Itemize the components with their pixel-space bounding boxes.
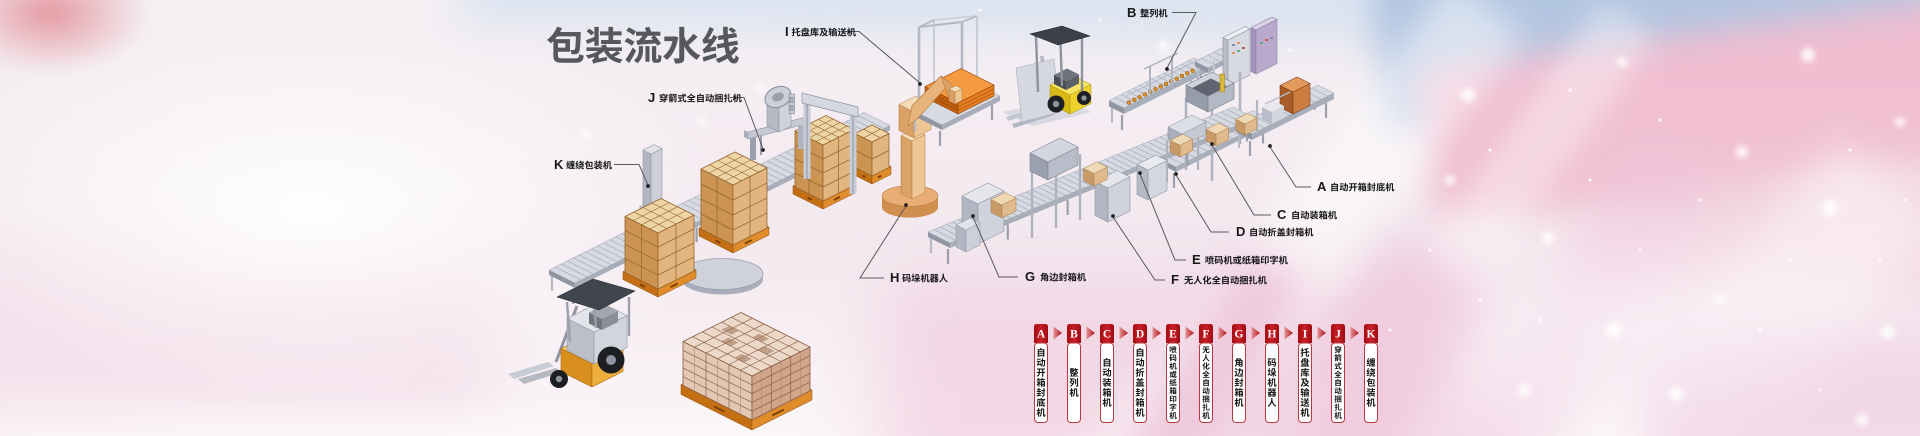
svg-text:C: C bbox=[1277, 207, 1287, 222]
svg-text:K: K bbox=[1367, 329, 1376, 341]
svg-text:F: F bbox=[1171, 272, 1179, 287]
svg-text:A: A bbox=[1037, 329, 1046, 341]
svg-text:A: A bbox=[1317, 179, 1327, 194]
svg-text:K: K bbox=[554, 157, 564, 172]
svg-text:H: H bbox=[890, 270, 899, 285]
svg-text:D: D bbox=[1236, 224, 1245, 239]
svg-text:G: G bbox=[1025, 269, 1035, 284]
svg-text:C: C bbox=[1103, 329, 1111, 341]
svg-text:H: H bbox=[1268, 329, 1277, 341]
svg-text:G: G bbox=[1235, 329, 1244, 341]
svg-text:E: E bbox=[1192, 252, 1201, 267]
svg-text:I: I bbox=[785, 24, 789, 39]
svg-text:B: B bbox=[1070, 329, 1078, 341]
svg-text:B: B bbox=[1127, 5, 1136, 20]
svg-text:J: J bbox=[1335, 329, 1341, 341]
svg-text:D: D bbox=[1136, 329, 1144, 341]
svg-text:J: J bbox=[648, 90, 655, 105]
svg-text:F: F bbox=[1202, 329, 1209, 341]
svg-text:I: I bbox=[1303, 329, 1308, 341]
svg-text:E: E bbox=[1169, 329, 1177, 341]
